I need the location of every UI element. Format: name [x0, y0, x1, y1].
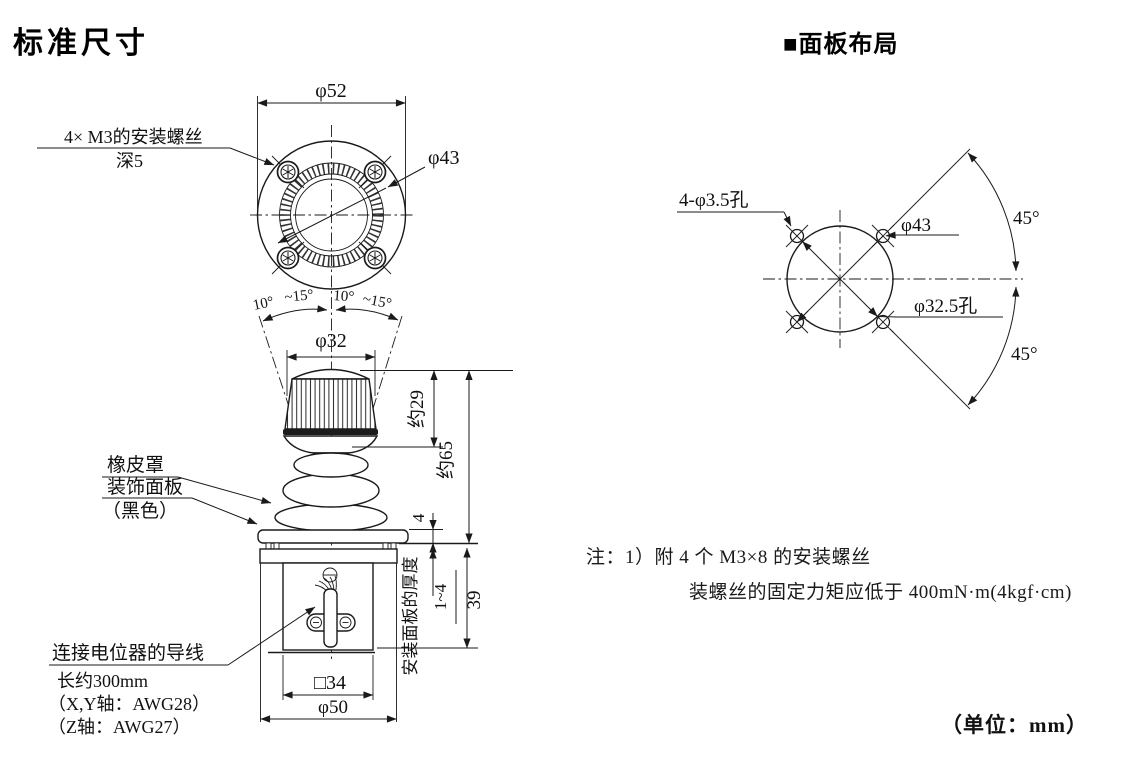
section-title-panel-layout: ■面板布局: [783, 31, 899, 58]
knob-base-band: [283, 429, 378, 435]
body-upper-plate: [259, 548, 398, 564]
knob-skirt: [282, 435, 379, 454]
boot-bulge-bottom: [274, 503, 388, 532]
tilt-right-max-label: ~15°: [361, 291, 393, 312]
lead-xy-gauge-label: （X,Y轴：AWG28）: [48, 694, 210, 714]
dim-panel-thickness-label: 1~4: [431, 583, 450, 610]
rubber-boot-label: 橡皮罩: [107, 454, 164, 476]
knurl-ring-ticks: [279, 163, 384, 267]
tilt-left-min-label: 10°: [252, 294, 276, 314]
unit-label: （单位：mm）: [941, 713, 1088, 737]
dim-under-panel-height-label: 39: [464, 591, 485, 610]
note-line2: 装螺丝的固定力矩应低于 400mN·m(4kgf·cm): [689, 582, 1072, 603]
mount-screw-sw: [271, 241, 305, 275]
potentiometer-cable: [323, 588, 338, 648]
trim-panel-label: 装饰面板: [107, 476, 183, 498]
panel-layout-drawing: φ43 φ32.5孔 4-φ3.5孔 45° 45°: [677, 148, 1040, 410]
side-view-drawing: φ32: [48, 330, 513, 737]
tilt-right-min-label: 10°: [333, 288, 355, 305]
panel-dim-hole-label: φ32.5孔: [914, 295, 977, 317]
lead-wire-label: 连接电位器的导线: [52, 642, 204, 664]
panel-center-hole-circle: [786, 225, 894, 333]
screw-callout-line2: 深5: [116, 151, 143, 171]
mount-screw-ne: [358, 155, 392, 189]
dim-flange-thickness-label: 4: [409, 513, 428, 522]
dim-knob-diameter-label: φ32: [315, 330, 347, 352]
dim-total-height-label: 约65: [435, 441, 457, 479]
boot-bulge-middle: [282, 473, 380, 508]
tilt-angle-annotation: 10° ~15° 10° ~15°: [252, 287, 403, 432]
dim-outer-diameter-label: φ52: [315, 80, 347, 102]
mount-screw-nw: [271, 155, 305, 189]
lead-length-label: 长约300mm: [57, 671, 148, 691]
screw-callout-line1: 4× M3的安装螺丝: [64, 127, 203, 147]
tilt-left-max-label: ~15°: [284, 287, 315, 306]
lead-z-gauge-label: （Z轴：AWG27）: [48, 717, 191, 737]
dim-pitch-diameter-label: φ43: [428, 147, 460, 169]
dim-body-diameter-label: φ50: [318, 697, 348, 718]
note-line1: 注：1）附 4 个 M3×8 的安装螺丝: [586, 547, 871, 568]
knob-bore-circle: [295, 178, 368, 252]
panel-thickness-text-label: 安装面板的厚度: [401, 557, 420, 676]
trim-color-label: （黑色）: [102, 500, 178, 522]
mount-screw-se: [358, 241, 392, 275]
page-title-standard-dimensions: 标准尺寸: [13, 27, 149, 60]
boot-bulge-top: [293, 452, 369, 478]
panel-dim-pitch-label: φ43: [901, 215, 931, 236]
mount-holes-label: 4-φ3.5孔: [679, 189, 749, 211]
panel-angle-lower-label: 45°: [1011, 344, 1038, 365]
knob-dome: [291, 368, 370, 380]
panel-angle-upper-label: 45°: [1013, 208, 1040, 229]
top-view-drawing: φ52 φ43 4× M3的安装螺丝 深5: [37, 80, 460, 662]
dim-body-square-label: □34: [314, 672, 346, 694]
trim-panel-flange: [257, 529, 409, 544]
knob-knurled-cone: [284, 378, 377, 430]
dim-knob-height-label: 约29: [406, 390, 428, 428]
knurl-ring-inner: [290, 173, 373, 257]
